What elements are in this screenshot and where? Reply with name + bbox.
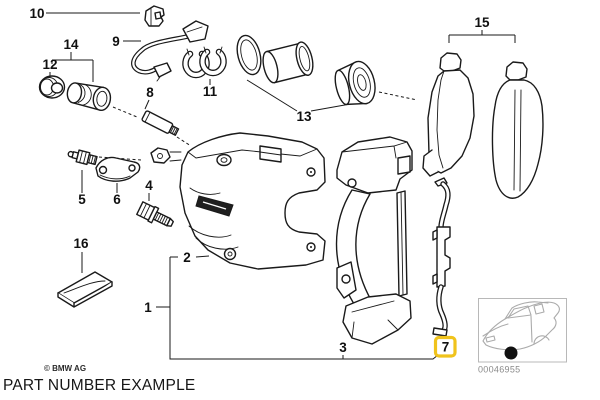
callout-9[interactable]: 9 bbox=[112, 34, 120, 49]
callout-8[interactable]: 8 bbox=[146, 85, 154, 100]
dash-pin-to-caliper bbox=[176, 136, 192, 147]
highlighted-callout-7[interactable]: 7 bbox=[433, 335, 457, 358]
dash-bleeder-to-caliper bbox=[98, 156, 142, 161]
part-8-guide-pin bbox=[141, 110, 180, 136]
part-5-bleeder-valve bbox=[67, 149, 98, 166]
callout-6[interactable]: 6 bbox=[113, 192, 121, 207]
part-10-clip bbox=[144, 5, 165, 27]
brake-pad-left bbox=[422, 52, 475, 177]
bracket-14 bbox=[51, 52, 94, 82]
callout-4[interactable]: 4 bbox=[145, 178, 153, 193]
dash-bushing-to-pin bbox=[112, 106, 138, 118]
part-6-holder-bracket bbox=[95, 156, 141, 182]
callout-1[interactable]: 1 bbox=[144, 300, 152, 315]
part-16-grease-packet bbox=[57, 271, 113, 308]
brake-pad-right bbox=[491, 61, 544, 199]
part-9-wear-sensor bbox=[131, 20, 209, 82]
leader-lines bbox=[46, 12, 516, 360]
dash-boot-to-pads bbox=[378, 91, 418, 101]
callout-5[interactable]: 5 bbox=[78, 192, 86, 207]
callout-14[interactable]: 14 bbox=[63, 37, 79, 52]
callout-7[interactable]: 7 bbox=[442, 340, 450, 355]
part-11-retaining-clips bbox=[182, 46, 227, 79]
callout-3[interactable]: 3 bbox=[339, 340, 347, 355]
copyright-text: © BMW AG bbox=[44, 364, 86, 373]
caption-part-number-example: PART NUMBER EXAMPLE bbox=[3, 377, 196, 394]
piston bbox=[262, 41, 314, 84]
position-dot bbox=[504, 346, 518, 360]
callout-15[interactable]: 15 bbox=[474, 15, 490, 30]
part-14-guide-bushing bbox=[66, 82, 112, 111]
diagram-code: 00046955 bbox=[478, 365, 520, 375]
callout-11[interactable]: 11 bbox=[203, 84, 218, 99]
car-outline bbox=[482, 301, 560, 351]
bracket-assembly bbox=[169, 257, 439, 360]
part-13-repair-kit bbox=[236, 34, 376, 106]
highlight-box[interactable] bbox=[433, 335, 457, 358]
part-12-cap bbox=[38, 75, 66, 99]
callout-2[interactable]: 2 bbox=[183, 250, 191, 265]
callout-16[interactable]: 16 bbox=[73, 236, 89, 251]
seal-ring bbox=[236, 34, 262, 76]
part-2-caliper-housing bbox=[150, 132, 326, 270]
callout-12[interactable]: 12 bbox=[42, 57, 57, 72]
callout-labels: 1 2 3 4 5 6 8 9 10 11 12 13 14 15 16 bbox=[29, 6, 490, 355]
callout-13[interactable]: 13 bbox=[296, 109, 312, 124]
bracket-15 bbox=[448, 30, 516, 43]
part-4-bolt bbox=[136, 201, 174, 227]
part-15-brake-pads bbox=[422, 52, 544, 199]
leader-2 bbox=[170, 255, 210, 258]
leader-8 bbox=[144, 99, 150, 110]
callout-10[interactable]: 10 bbox=[29, 6, 44, 21]
part-7-anti-rattle-spring bbox=[432, 177, 451, 337]
dust-boot bbox=[334, 60, 376, 106]
car-thumbnail: 00046955 bbox=[478, 298, 567, 375]
part-3-caliper-carrier bbox=[335, 136, 413, 345]
